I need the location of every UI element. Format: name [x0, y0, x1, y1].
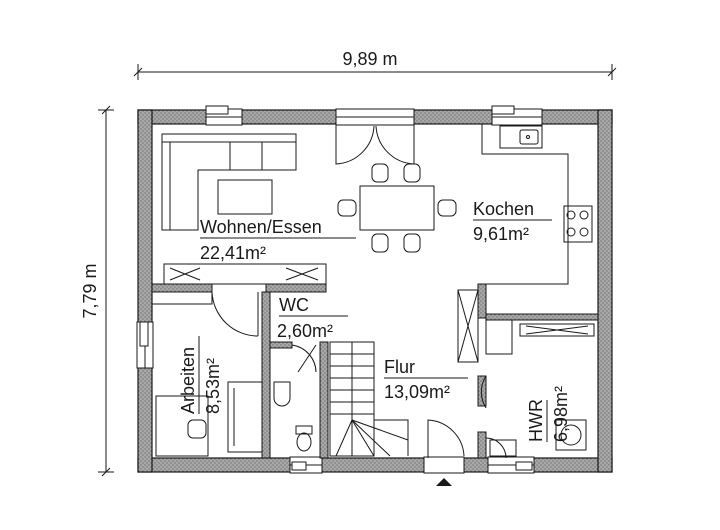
- room-label-wc: WC 2,60m²: [277, 295, 348, 341]
- room-area-wohnen: 22,41m²: [200, 243, 266, 263]
- room-area-kochen: 9,61m²: [473, 224, 529, 244]
- room-name-flur: Flur: [384, 357, 415, 377]
- study-furniture: [151, 291, 263, 457]
- kitchen-counter: [481, 124, 593, 285]
- room-area-arbeiten: 8,53m²: [203, 358, 223, 414]
- room-area-flur: 13,09m²: [384, 382, 450, 402]
- wc-fixtures: [273, 381, 313, 452]
- window-sashes: [139, 105, 533, 471]
- room-label-flur: Flur 13,09m²: [384, 357, 468, 402]
- height-dimension-label: 7,79 m: [80, 263, 100, 318]
- dimension-height: [98, 105, 114, 477]
- dining-set: [337, 163, 457, 253]
- room-label-wohnen: Wohnen/Essen 22,41m²: [200, 217, 356, 263]
- room-name-kochen: Kochen: [473, 199, 534, 219]
- room-name-hwr: HWR: [526, 399, 546, 442]
- entrance-marker: [436, 478, 452, 486]
- dimension-width: [133, 64, 617, 80]
- room-label-kochen: Kochen 9,61m²: [473, 199, 552, 244]
- door-swings: [211, 124, 507, 459]
- utility-furniture: [457, 289, 595, 457]
- room-name-arbeiten: Arbeiten: [178, 347, 198, 414]
- room-name-wc: WC: [279, 295, 309, 315]
- staircase: [329, 341, 409, 457]
- width-dimension-label: 9,89 m: [342, 49, 397, 69]
- room-label-hwr: HWR 6,98m²: [526, 386, 571, 442]
- living-furniture: [161, 133, 327, 285]
- room-area-hwr: 6,98m²: [551, 386, 571, 442]
- room-area-wc: 2,60m²: [277, 321, 333, 341]
- room-name-wohnen: Wohnen/Essen: [200, 217, 322, 237]
- room-label-arbeiten: Arbeiten 8,53m²: [178, 336, 223, 414]
